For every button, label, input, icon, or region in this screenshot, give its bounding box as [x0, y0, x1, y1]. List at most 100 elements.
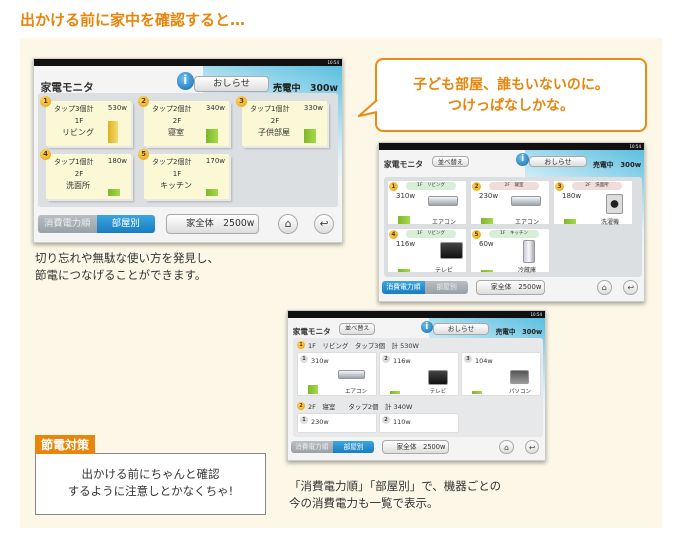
room-number-badge: 4	[40, 149, 51, 160]
room-label: 2F 洗面所	[572, 182, 622, 190]
room-number-badge: 1	[297, 341, 305, 349]
home-button[interactable]: ⌂	[278, 214, 299, 234]
back-button[interactable]: ↩	[623, 280, 639, 296]
speech-bubble: 子ども部屋、誰もいないのに。 つけっぱなしかな。	[375, 58, 647, 132]
tap-count: タップ1個計	[54, 158, 94, 166]
room-group-header: 2F 寝室 タップ2個 計 340W	[308, 403, 413, 411]
room-label: 2F 寝室	[489, 182, 539, 190]
app-title: 家電モニタ	[292, 327, 331, 337]
info-icon: i	[420, 320, 433, 333]
room-number-badge: 1	[40, 96, 51, 107]
room-name: 寝室	[168, 128, 184, 137]
room-number-badge: 3	[236, 96, 247, 107]
device-name: 冷蔵庫	[517, 267, 536, 274]
tap-count: タップ1個計	[250, 105, 290, 113]
sort-button[interactable]: 並べ替え	[431, 155, 470, 168]
device-name: テレビ	[434, 267, 453, 274]
info-icon: i	[176, 72, 194, 90]
selling-status: 売電中 300w	[592, 160, 642, 169]
back-button[interactable]: ↩	[525, 440, 540, 455]
laptop-icon	[510, 370, 529, 384]
tab-power-order[interactable]: 消費電力順	[290, 441, 333, 454]
home-button[interactable]: ⌂	[596, 280, 612, 296]
room-floor: 2F	[74, 170, 84, 178]
room-name: キッチン	[160, 181, 192, 190]
tap-count: タップ2個計	[152, 105, 192, 113]
home-button[interactable]: ⌂	[499, 440, 514, 455]
device-watts: 310w	[311, 357, 329, 365]
notice-button[interactable]: おしらせ	[433, 323, 489, 335]
tab-power-order[interactable]: 消費電力順	[381, 281, 426, 295]
room-watts: 330w	[303, 104, 323, 112]
room-group-header: 1F リビング タップ3個 計 530W	[308, 342, 419, 350]
tap-count: タップ2個計	[152, 158, 192, 166]
room-name: 洗面所	[66, 181, 90, 190]
selling-status: 売電中 300w	[272, 83, 339, 95]
rank-badge: 3	[555, 182, 564, 191]
tab-by-room[interactable]: 部屋別	[425, 281, 469, 295]
view-tabs: 消費電力順部屋別	[37, 215, 156, 233]
caption-line: 今の消費電力も一覧で表示。	[289, 496, 439, 510]
tab-by-room[interactable]: 部屋別	[332, 441, 375, 454]
tab-by-room[interactable]: 部屋別	[96, 215, 156, 233]
status-bar: 10:54	[34, 59, 342, 66]
tip-label: 節電対策	[35, 435, 96, 454]
sort-button[interactable]: 並べ替え	[339, 323, 376, 335]
device-number: 1	[300, 355, 308, 363]
caption-line: 節電につなげることができます。	[35, 268, 207, 282]
tab-power-order[interactable]: 消費電力順	[37, 215, 97, 233]
washing-machine-icon	[606, 194, 624, 214]
selling-status: 売電中 300w	[495, 328, 543, 337]
air-conditioner-icon	[511, 196, 542, 206]
notice-button[interactable]: おしらせ	[194, 76, 269, 93]
room-name: リビング	[62, 128, 94, 137]
power-level-bar	[206, 128, 218, 143]
room-floor: 1F	[172, 170, 182, 178]
tip-box: 出かける前にちゃんと確認 するように注意しとかなくちゃ!	[35, 453, 266, 515]
caption-line: 切り忘れや無駄な使い方を発見し、	[35, 251, 219, 265]
room-number-badge: 5	[138, 149, 149, 160]
device-number: 2	[382, 355, 390, 363]
house-total-button[interactable]: 家全体 2500w	[476, 280, 545, 296]
device-watts: 310w	[396, 192, 416, 200]
house-total-button[interactable]: 家全体 2500w	[165, 214, 259, 234]
device-name: エアコン	[514, 219, 539, 226]
tip-line: するように注意しとかなくちゃ!	[67, 484, 234, 498]
tv-icon	[428, 370, 449, 386]
page-heading: 出かける前に家中を確認すると…	[20, 11, 246, 29]
device-watts: 116w	[393, 357, 411, 365]
device-name: テレビ	[429, 389, 447, 395]
device-name: パソコン	[508, 389, 531, 395]
power-level-bar	[472, 391, 482, 394]
rank-badge: 2	[472, 182, 481, 191]
house-total-button[interactable]: 家全体 2500w	[382, 440, 449, 455]
device-watts: 110w	[393, 418, 411, 426]
caption-discover: 切り忘れや無駄な使い方を発見し、 節電につなげることができます。	[35, 250, 219, 284]
power-level-bar	[304, 129, 316, 143]
notice-button[interactable]: おしらせ	[529, 155, 587, 168]
app-title: 家電モニタ	[383, 159, 424, 169]
back-button[interactable]: ↩	[314, 214, 334, 234]
room-watts: 170w	[205, 157, 225, 165]
power-level-bar	[564, 219, 576, 224]
device-number: 2	[382, 416, 390, 424]
device-number: 1	[300, 416, 308, 424]
status-bar: 10:54	[288, 311, 545, 318]
